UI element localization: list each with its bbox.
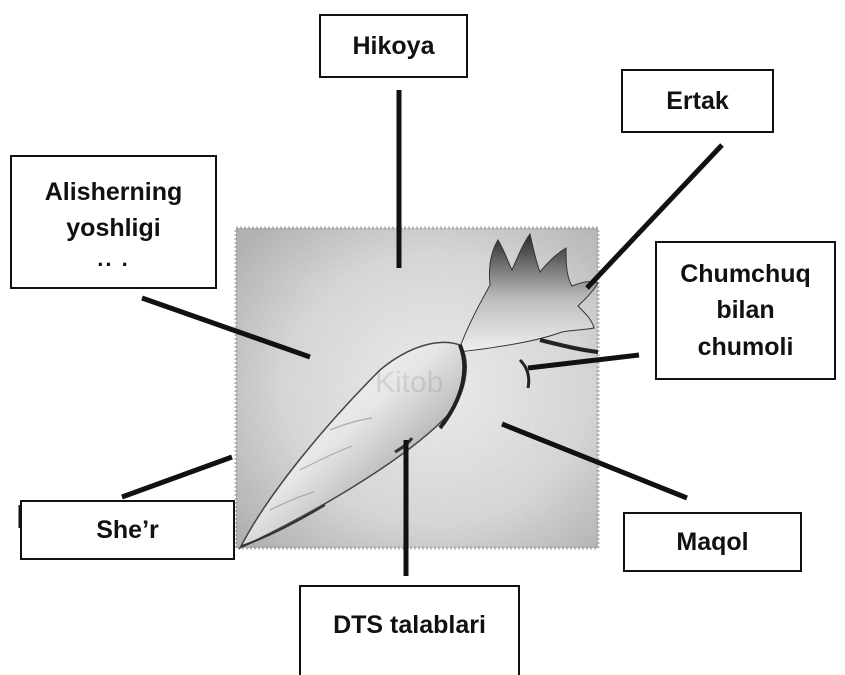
label-alisher-line3: .. . — [97, 248, 129, 270]
label-ertak-text: Ertak — [666, 83, 729, 119]
label-chumchuq-line2: bilan — [716, 292, 774, 328]
label-hikoya: Hikoya — [319, 14, 468, 78]
label-hikoya-text: Hikoya — [353, 28, 435, 64]
label-chumchuq-line1: Chumchuq — [680, 256, 811, 292]
label-alisher-line2: yoshligi — [66, 210, 160, 246]
label-dts-text: DTS talablari — [333, 607, 486, 643]
label-alisherning-yoshligi: Alisherning yoshligi .. . — [10, 155, 217, 289]
label-ertak: Ertak — [621, 69, 774, 133]
label-maqol-text: Maqol — [676, 524, 748, 560]
label-chumchuq-bilan-chumoli: Chumchuq bilan chumoli — [655, 241, 836, 380]
label-sher-text: She’r — [96, 512, 159, 548]
label-chumchuq-line3: chumoli — [698, 329, 794, 365]
label-sher: She’r — [20, 500, 235, 560]
connector-sher — [122, 457, 232, 497]
label-alisher-line1: Alisherning — [45, 174, 183, 210]
label-dts-talablari: DTS talablari — [299, 585, 520, 675]
watermark-text: Kitob — [375, 366, 443, 399]
label-maqol: Maqol — [623, 512, 802, 572]
